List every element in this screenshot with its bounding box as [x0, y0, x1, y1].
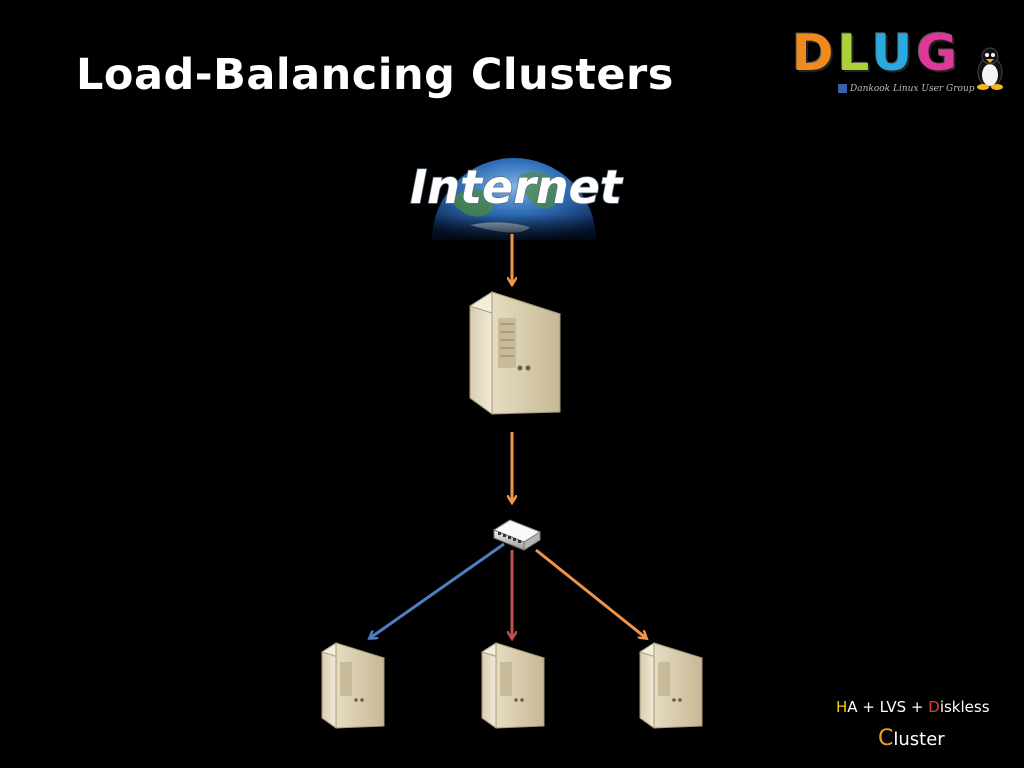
backend-server-1 [320, 642, 386, 729]
logo-letter-u: U [871, 24, 917, 82]
logo-letter-g: G [916, 24, 962, 82]
network-switch [492, 519, 542, 551]
footer-accent-h: H [836, 698, 848, 716]
backend-server-3 [638, 642, 704, 729]
penguin-icon [977, 47, 1003, 90]
logo-subtitle: Dankook Linux User Group [838, 84, 975, 94]
logo-subtitle-text: Dankook Linux User Group [850, 84, 975, 94]
logo-letter-l: L [837, 24, 872, 82]
logo-letters: DLUG [792, 24, 961, 82]
footer-text-3: luster [893, 729, 945, 750]
footer-tagline-line2: Cluster [878, 726, 945, 751]
footer-accent-d: D [928, 698, 940, 716]
backend-server-2 [480, 642, 546, 729]
logo-mini-icon [838, 84, 847, 93]
arrow-switch-to-server-3 [535, 548, 646, 638]
footer-text-1: A + LVS + [847, 698, 929, 716]
internet-globe: Internet [409, 150, 625, 242]
internet-label: Internet [410, 160, 624, 214]
footer-tagline-line1: HA + LVS + Diskless [836, 698, 990, 716]
footer-accent-c: C [878, 726, 894, 751]
footer-text-2: iskless [939, 698, 990, 716]
arrow-switch-to-server-1 [370, 542, 505, 638]
dlug-logo: DLUG Dankook Linux User Group [788, 24, 1010, 98]
load-balancer-server [468, 291, 562, 415]
slide-title: Load-Balancing Clusters [76, 50, 674, 100]
logo-letter-d: D [792, 24, 838, 82]
